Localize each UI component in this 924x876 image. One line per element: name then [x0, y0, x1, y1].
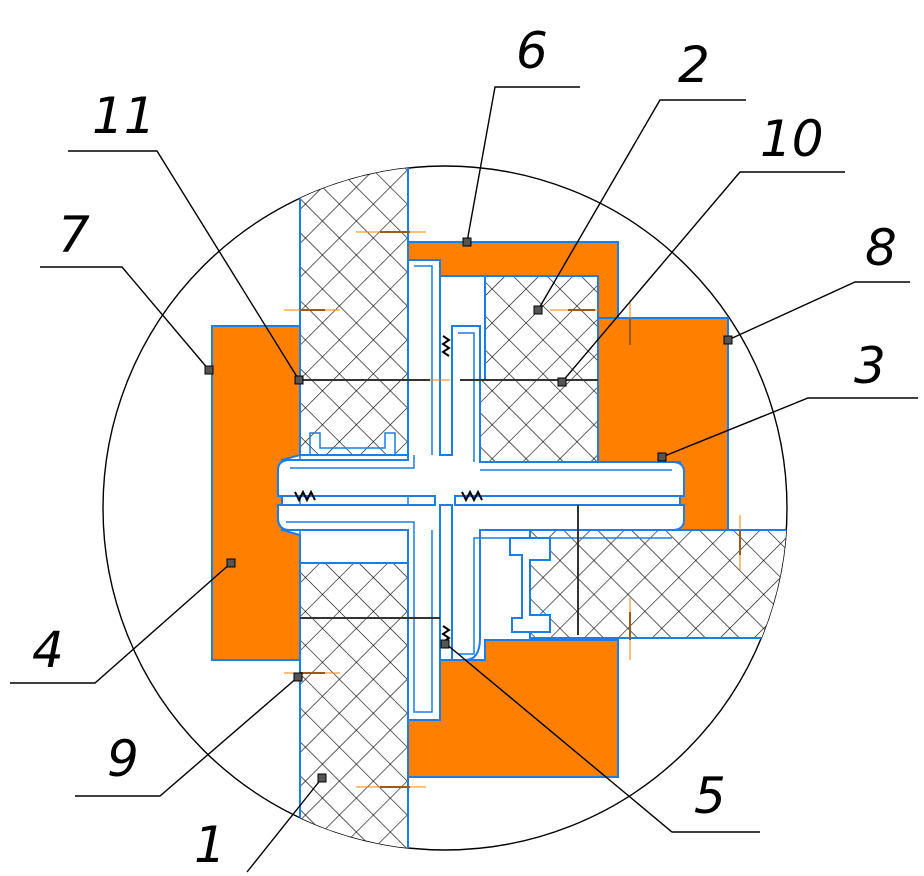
callout-2: 2: [678, 36, 710, 94]
reference-markers: [204, 237, 733, 783]
callout-8: 8: [865, 219, 897, 277]
callout-4: 4: [32, 621, 64, 679]
callout-9: 9: [107, 730, 139, 788]
callout-7: 7: [58, 206, 90, 264]
callout-5: 5: [694, 767, 726, 825]
leader-lines: [10, 86, 918, 873]
callout-3: 3: [854, 337, 886, 395]
panel-insert-left-mid: [299, 379, 409, 456]
cross-connector-profile: [277, 259, 685, 721]
panel-insert-top: [484, 275, 599, 381]
insulation-right-block: [597, 317, 729, 531]
detail-circle: [102, 165, 788, 851]
wall-panel-left-lower: [299, 562, 409, 850]
callout-1: 1: [194, 816, 226, 874]
panel-insert-mid: [479, 379, 599, 463]
callout-11: 11: [92, 87, 156, 145]
fasteners: [284, 231, 741, 788]
insulation-left-block: [211, 325, 301, 661]
wall-panel-right: [529, 529, 787, 639]
callout-6: 6: [516, 22, 548, 80]
channel-slot: [509, 537, 551, 633]
callout-10: 10: [760, 110, 824, 168]
